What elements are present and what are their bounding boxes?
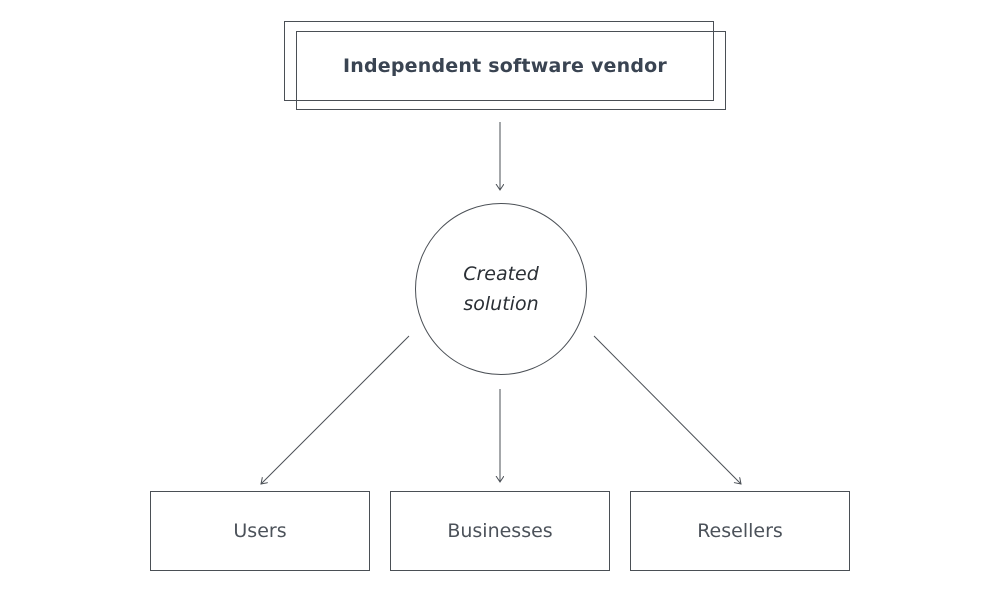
vendor-box-shadow	[284, 21, 714, 101]
arrow-solution-to-resellers	[593, 335, 741, 484]
users-box: Users	[150, 491, 370, 571]
vendor-box	[296, 31, 726, 110]
vendor-label: Independent software vendor	[343, 54, 667, 77]
resellers-box: Resellers	[630, 491, 850, 571]
resellers-label: Resellers	[697, 520, 783, 542]
arrow-solution-to-users	[261, 335, 410, 484]
solution-label: Created solution	[463, 263, 539, 315]
businesses-box: Businesses	[390, 491, 610, 571]
users-label: Users	[233, 520, 287, 542]
businesses-label: Businesses	[447, 520, 553, 542]
solution-node: Created solution	[415, 203, 587, 375]
